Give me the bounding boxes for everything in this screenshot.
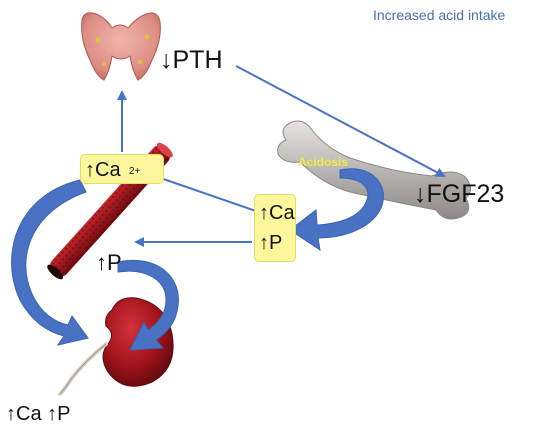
thyroid-icon <box>81 12 161 81</box>
bone-release-box: ↑Ca ↑P <box>254 194 296 262</box>
ca-superscript: 2+ <box>129 166 141 177</box>
bone-ca-label: ↑Ca <box>259 202 295 224</box>
intestine-to-kidney-arrow <box>117 259 179 351</box>
ca-to-kidney-arrow <box>11 179 89 346</box>
bone-release-arrow <box>289 168 384 252</box>
blood-ca-box: ↑Ca 2+ <box>80 154 164 184</box>
urine-label: ↑Ca ↑P <box>6 403 71 425</box>
intestine-p-label: ↑P <box>96 250 122 275</box>
acidosis-label: Acidosis <box>298 155 349 169</box>
pth-label: ↓PTH <box>160 46 223 74</box>
pth-to-fgf23-arrow <box>235 65 446 177</box>
fgf23-label: ↓FGF23 <box>414 180 505 208</box>
diagram-title: Increased acid intake <box>373 7 506 23</box>
bone-p-label: ↑P <box>259 232 283 254</box>
blood-ca-label: ↑Ca <box>85 159 121 181</box>
bone-icon <box>277 120 471 220</box>
bone-ca-to-blood-arrow <box>144 170 257 212</box>
